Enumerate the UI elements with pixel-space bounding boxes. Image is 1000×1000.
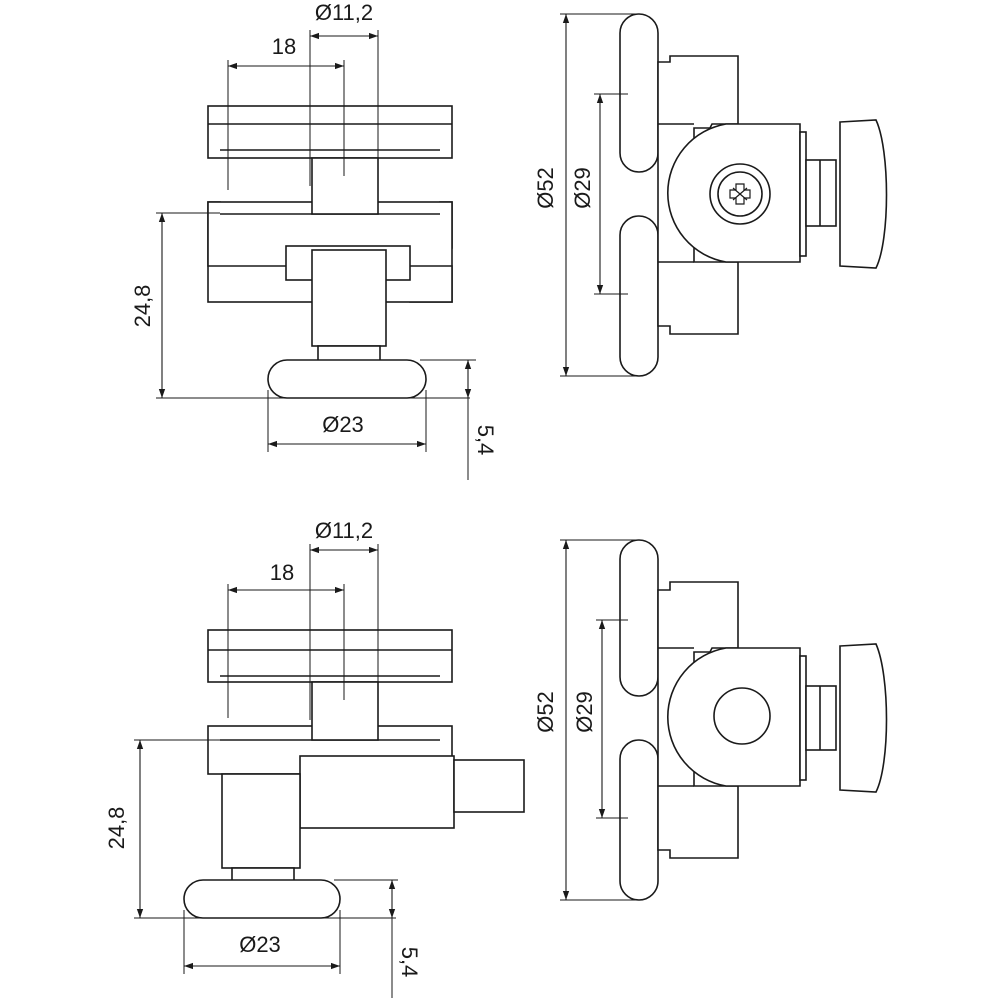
hole-diameter-label: Ø11,2 — [315, 0, 373, 25]
front-view-top: Ø52 Ø29 — [533, 13, 888, 377]
side-view-top: Ø11,2 18 24,8 Ø23 5,4 — [130, 0, 498, 480]
phillips-screw-icon — [729, 183, 751, 205]
hole-diameter-label: Ø11,2 — [315, 518, 373, 543]
outer-diameter-label: Ø52 — [533, 167, 558, 209]
height-label: 24,8 — [130, 285, 155, 328]
width-label: 18 — [272, 34, 296, 59]
knob-thickness-label: 5,4 — [397, 947, 422, 978]
knob-diameter-label: Ø23 — [239, 932, 281, 957]
side-view-bottom: Ø11,2 18 24,8 Ø23 5,4 — [104, 518, 525, 998]
front-view-bottom: Ø52 Ø29 — [533, 539, 888, 901]
outer-diameter-label: Ø52 — [533, 691, 558, 733]
knob-thickness-label: 5,4 — [473, 425, 498, 456]
height-label: 24,8 — [104, 807, 129, 850]
inner-diameter-label: Ø29 — [572, 691, 597, 733]
inner-diameter-label: Ø29 — [570, 167, 595, 209]
knob-diameter-label: Ø23 — [322, 412, 364, 437]
width-label: 18 — [270, 560, 294, 585]
